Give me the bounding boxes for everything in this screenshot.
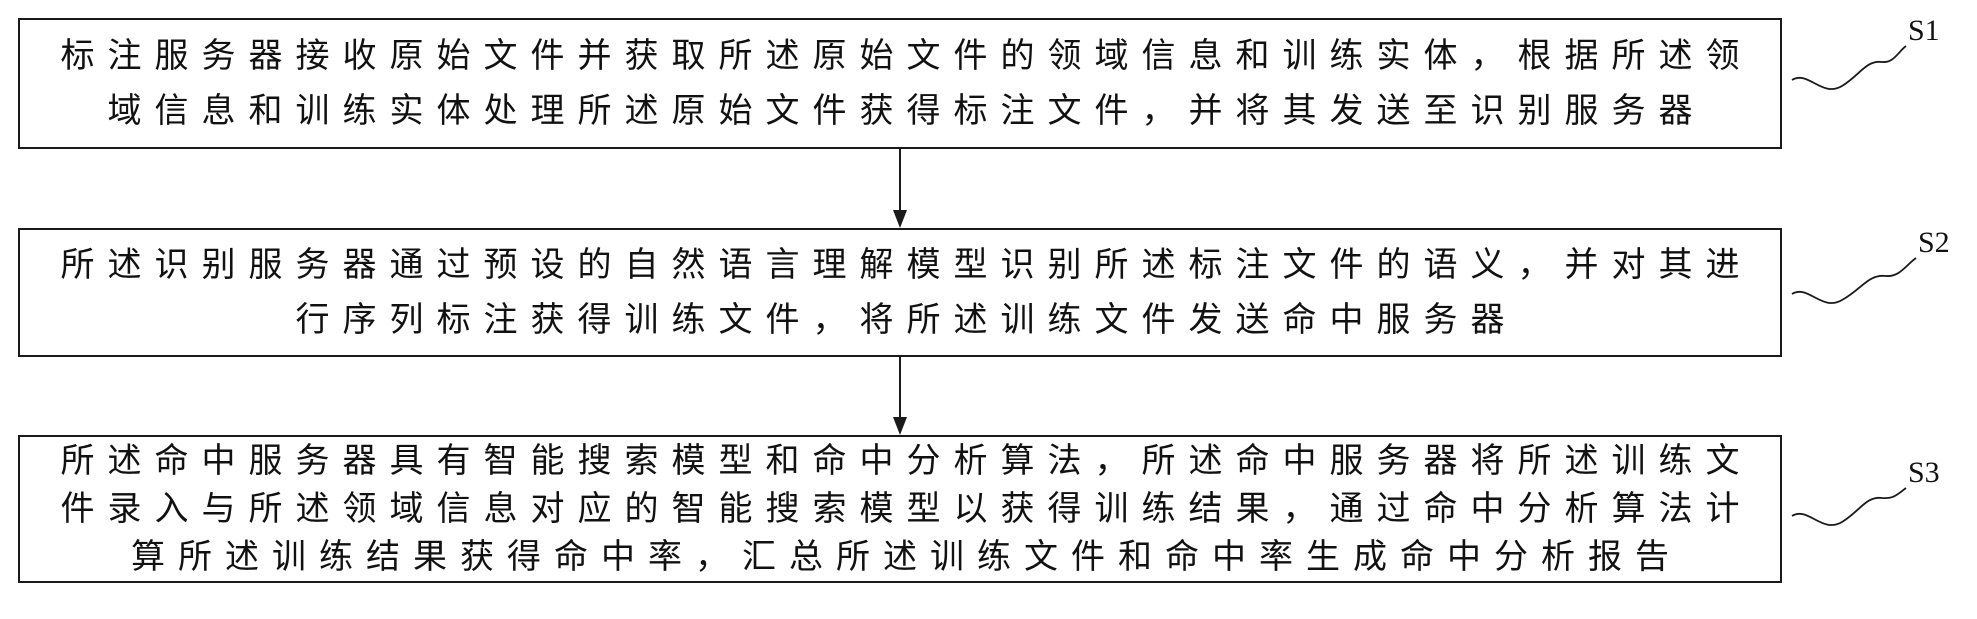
step-s3-line-1: 所述命中服务器具有智能搜索模型和命中分析算法，所述命中服务器将所述训练文	[60, 441, 1753, 481]
arrow-head	[893, 417, 907, 435]
leader-line-s3	[1791, 487, 1907, 526]
arrow-s1-to-s2	[893, 149, 907, 228]
step-label-s2: S2	[1918, 226, 1950, 259]
step-s1-line-2: 域信息和训练实体处理所述原始文件获得标注文件，并将其发送至识别服务器	[107, 90, 1706, 131]
step-label-s1: S1	[1908, 14, 1940, 47]
step-s2-line-2: 行序列标注获得训练文件，将所述训练文件发送命中服务器	[295, 299, 1518, 340]
step-box-s2: 所述识别服务器通过预设的自然语言理解模型识别所述标注文件的语义，并对其进 行序列…	[18, 228, 1782, 357]
step-label-s3: S3	[1908, 456, 1940, 489]
step-s1-line-1: 标注服务器接收原始文件并获取所述原始文件的领域信息和训练实体，根据所述领	[60, 35, 1753, 76]
step-s3-line-3: 算所述训练结果获得命中率，汇总所述训练文件和命中率生成命中分析报告	[131, 537, 1682, 577]
arrow-s2-to-s3	[893, 357, 907, 435]
leader-line-s1	[1791, 45, 1907, 90]
step-s3-line-2: 件录入与所述领域信息对应的智能搜索模型以获得训练结果，通过命中分析算法计	[60, 489, 1753, 529]
step-box-s3: 所述命中服务器具有智能搜索模型和命中分析算法，所述命中服务器将所述训练文 件录入…	[18, 435, 1782, 583]
arrow-head	[893, 210, 907, 228]
leader-line-s2	[1791, 257, 1917, 304]
step-box-s1: 标注服务器接收原始文件并获取所述原始文件的领域信息和训练实体，根据所述领 域信息…	[18, 18, 1782, 149]
step-s2-line-1: 所述识别服务器通过预设的自然语言理解模型识别所述标注文件的语义，并对其进	[60, 244, 1753, 285]
